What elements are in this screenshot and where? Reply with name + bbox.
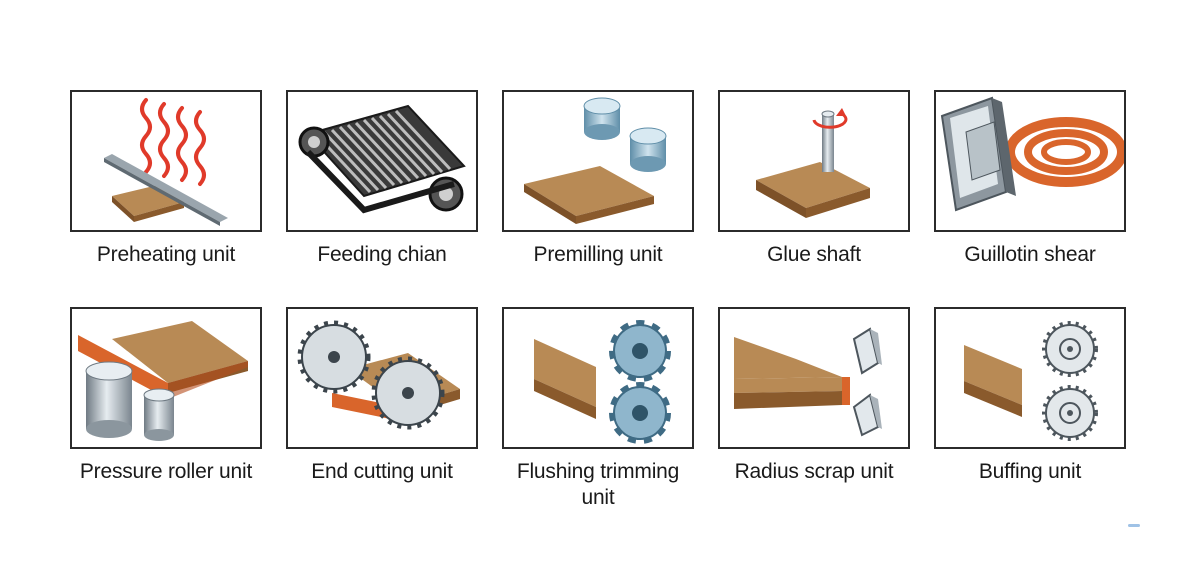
preheating-icon — [70, 90, 262, 232]
pressure-roller-icon — [70, 307, 262, 449]
unit-card-glue-shaft: Glue shaft — [718, 90, 910, 268]
unit-card-pressure-roller: Pressure roller unit — [70, 307, 262, 485]
unit-card-premilling: Premilling unit — [502, 90, 694, 268]
premilling-icon — [502, 90, 694, 232]
unit-label: Preheating unit — [96, 243, 236, 266]
unit-card-feeding-chain: Feeding chian — [286, 90, 478, 268]
feeding-chain-icon — [286, 90, 478, 232]
unit-label: Flushing trimming unit — [516, 460, 680, 509]
guillotine-shear-icon — [934, 90, 1126, 232]
unit-label: Radius scrap unit — [734, 460, 894, 483]
unit-card-flushing-trimming: Flushing trimming unit — [502, 307, 694, 511]
unit-card-end-cutting: End cutting unit — [286, 307, 478, 485]
unit-label: Pressure roller unit — [79, 460, 253, 483]
unit-label: Buffing unit — [978, 460, 1082, 483]
unit-label: End cutting unit — [311, 460, 453, 483]
glue-shaft-icon — [718, 90, 910, 232]
end-cutting-icon — [286, 307, 478, 449]
unit-card-preheating: Preheating unit — [70, 90, 262, 268]
unit-label: Feeding chian — [317, 243, 447, 266]
unit-card-buffing: Buffing unit — [934, 307, 1126, 485]
flushing-trimming-icon — [502, 307, 694, 449]
unit-card-guillotine-shear: Guillotin shear — [934, 90, 1126, 268]
indicator-dot — [1128, 524, 1140, 527]
radius-scrap-icon — [718, 307, 910, 449]
unit-label: Guillotin shear — [964, 243, 1096, 266]
unit-label: Premilling unit — [533, 243, 663, 266]
unit-label: Glue shaft — [767, 243, 861, 266]
buffing-icon — [934, 307, 1126, 449]
unit-card-radius-scrap: Radius scrap unit — [718, 307, 910, 485]
